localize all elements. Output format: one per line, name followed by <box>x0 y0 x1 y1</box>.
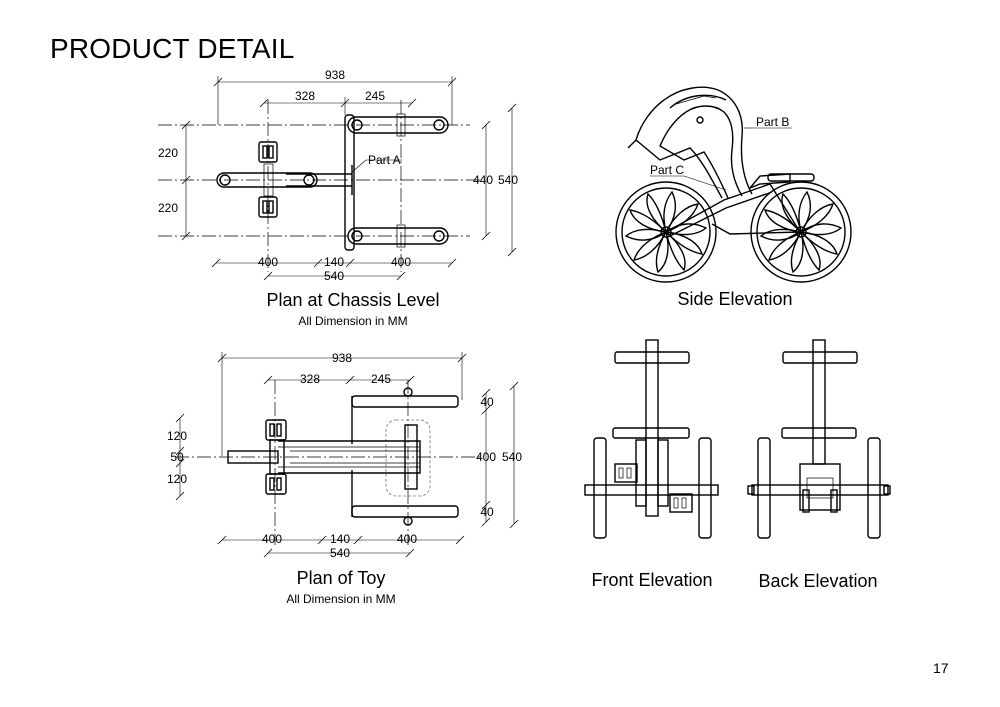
side-elevation-labels: Part B Part C Side Elevation <box>650 115 793 309</box>
dim-440: 440 <box>473 173 493 187</box>
part-c-label: Part C <box>650 163 684 177</box>
toy-plan-labels: 938 328 245 120 50 120 40 400 540 40 400… <box>167 351 522 606</box>
back-elevation-caption: Back Elevation <box>758 571 877 591</box>
chassis-plan-labels: 938 328 245 220 220 440 540 400 140 400 … <box>158 68 518 328</box>
chassis-plan-subcaption: All Dimension in MM <box>298 314 407 328</box>
dim-220-top: 220 <box>158 146 178 160</box>
dim-245: 245 <box>365 89 385 103</box>
toy-dim-400-left: 400 <box>262 532 282 546</box>
side-elevation-caption: Side Elevation <box>677 289 792 309</box>
front-elevation-view <box>584 339 719 539</box>
dim-400-left: 400 <box>258 255 278 269</box>
dim-overall-938: 938 <box>325 68 345 82</box>
toy-dim-140: 140 <box>330 532 350 546</box>
toy-dim-400-bottom-right: 400 <box>397 532 417 546</box>
part-a-label: Part A <box>368 153 401 167</box>
dim-400-right: 400 <box>391 255 411 269</box>
toy-dim-40-top: 40 <box>480 395 494 409</box>
dim-220-bottom: 220 <box>158 201 178 215</box>
toy-dim-540-bottom: 540 <box>330 546 350 560</box>
toy-plan-caption: Plan of Toy <box>297 568 386 588</box>
part-b-label: Part B <box>756 115 789 129</box>
dim-540-right: 540 <box>498 173 518 187</box>
page-title: PRODUCT DETAIL <box>50 33 295 64</box>
toy-plan-subcaption: All Dimension in MM <box>286 592 395 606</box>
front-elevation-caption: Front Elevation <box>591 570 712 590</box>
toy-dim-245: 245 <box>371 372 391 386</box>
chassis-plan-view <box>158 76 517 281</box>
toy-dim-40-bottom: 40 <box>480 505 494 519</box>
back-elevation-view <box>747 339 891 539</box>
dim-540-bottom: 540 <box>324 269 344 283</box>
toy-plan-view <box>175 352 519 558</box>
toy-dim-50: 50 <box>170 450 184 464</box>
side-elevation-view <box>615 86 852 283</box>
toy-dim-328: 328 <box>300 372 320 386</box>
toy-dim-120-bottom: 120 <box>167 472 187 486</box>
dim-328: 328 <box>295 89 315 103</box>
dim-140: 140 <box>324 255 344 269</box>
page-number: 17 <box>933 660 949 676</box>
toy-dim-938: 938 <box>332 351 352 365</box>
toy-dim-120-top: 120 <box>167 429 187 443</box>
toy-dim-540-right: 540 <box>502 450 522 464</box>
toy-dim-400-right: 400 <box>476 450 496 464</box>
chassis-plan-caption: Plan at Chassis Level <box>266 290 439 310</box>
